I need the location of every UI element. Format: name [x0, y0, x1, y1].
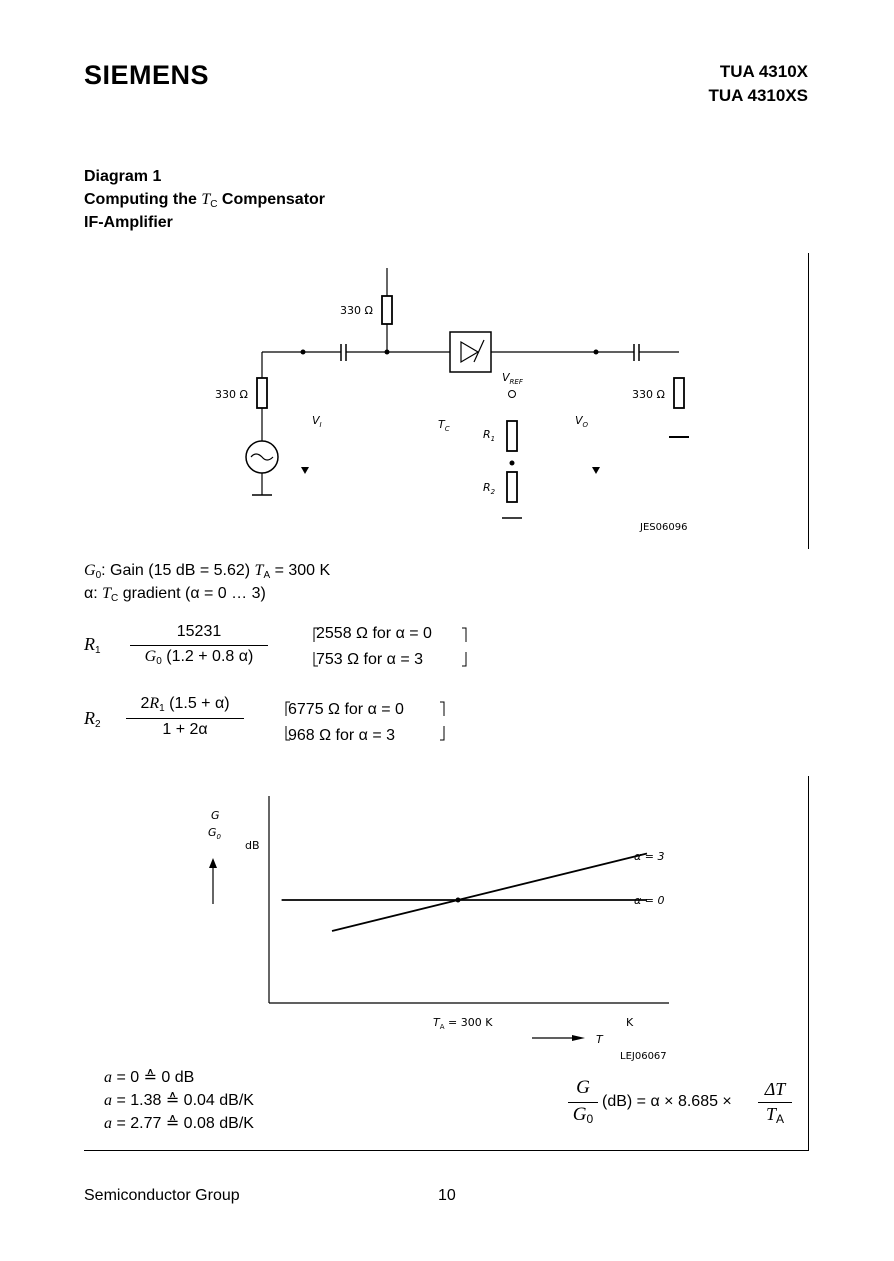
alpha-definition: α: TC gradient (α = 0 … 3): [84, 585, 266, 604]
part-number-1: TUA 4310X: [719, 62, 808, 81]
svg-text:VI: VI: [312, 414, 322, 429]
if-amplifier-schematic: 330 Ω 330 Ω 330 Ω VREF VI TC VO R1 R2 JE…: [215, 268, 689, 533]
r2-case-alpha3: 968 Ω for α = 3: [288, 727, 396, 744]
svg-text:330 Ω: 330 Ω: [632, 388, 665, 401]
r1-cases-brackets: [313, 627, 467, 667]
y-arrow-head: [209, 858, 217, 868]
r2-case-alpha0: 6775 Ω for α = 0: [288, 701, 404, 718]
series-label-alpha0: α = 0: [634, 894, 664, 907]
siemens-logo: SIEMENS: [84, 60, 210, 90]
chart-code: LEJ06067: [620, 1051, 667, 1062]
bottom-border: [84, 1150, 809, 1151]
x-unit-label: K: [626, 1016, 634, 1029]
diagram-subtitle: Computing the TC Compensator: [84, 191, 326, 210]
r1-case-alpha0: 2558 Ω for α = 0: [316, 625, 432, 642]
x-axis-label: T: [596, 1033, 604, 1046]
r2-denominator: 1 + 2α: [162, 721, 208, 738]
delta-t-fraction-bar: [758, 1102, 792, 1103]
footer-company: Semiconductor Group: [84, 1187, 240, 1204]
svg-text:JES06096: JES06096: [639, 522, 687, 533]
part-number-2: TUA 4310XS: [708, 86, 808, 105]
svg-text:TC: TC: [438, 418, 450, 433]
delta-t-numerator: ΔT: [764, 1079, 786, 1099]
x-arrow-head: [572, 1035, 585, 1041]
r2-fraction-bar: [126, 718, 244, 719]
diagram-subject: IF-Amplifier: [84, 214, 173, 231]
right-border-bottom: [808, 776, 809, 1150]
svg-text:R2: R2: [483, 481, 496, 496]
svg-text:VREF: VREF: [502, 371, 524, 386]
gain-fraction-bar: [568, 1102, 598, 1103]
svg-text:330 Ω: 330 Ω: [215, 388, 248, 401]
x-tick-label: TA = 300 K: [433, 1016, 493, 1031]
r2-cases-brackets: [285, 701, 445, 741]
r2-numerator: 2R1 (1.5 + α): [140, 695, 230, 714]
y-label-g0: G0: [208, 826, 222, 841]
intersection-point: [455, 897, 461, 903]
series-label-alpha3: α = 3: [634, 850, 664, 863]
gain-fraction-denominator: G0: [572, 1104, 594, 1126]
svg-text:VO: VO: [575, 414, 589, 429]
r2-label: R2: [84, 708, 101, 730]
note-alpha-0: a = 0 ≙ 0 dB: [104, 1069, 195, 1086]
r1-label: R1: [84, 634, 101, 656]
r1-denominator: G0 (1.2 + 0.8 α): [144, 648, 254, 667]
gain-fraction-numerator: G: [576, 1077, 590, 1098]
series-line-alpha3: [331, 852, 648, 932]
r1-case-alpha3: 753 Ω for α = 3: [316, 651, 424, 668]
svg-text:R1: R1: [483, 428, 495, 443]
gain-definition: G0: Gain (15 dB = 5.62) TA = 300 K: [84, 562, 331, 581]
y-label-g: G: [211, 809, 220, 822]
right-border-top: [808, 253, 809, 549]
gain-vs-temperature-chart: G G0 dB α = 3 α = 0 TA = 300 K K T LEJ06…: [208, 796, 669, 1062]
svg-text:330 Ω: 330 Ω: [340, 304, 373, 317]
r1-fraction-bar: [130, 645, 268, 646]
diagram-title: Diagram 1: [84, 168, 162, 185]
gain-formula-body: (dB) = α × 8.685 ×: [602, 1093, 732, 1110]
note-alpha-2-77: a = 2.77 ≙ 0.08 dB/K: [104, 1115, 254, 1132]
r1-numerator: 15231: [176, 623, 222, 640]
delta-t-denominator: TA: [765, 1104, 785, 1126]
footer-page-number: 10: [438, 1187, 456, 1204]
y-unit-label: dB: [245, 839, 260, 852]
note-alpha-1-38: a = 1.38 ≙ 0.04 dB/K: [104, 1092, 254, 1109]
